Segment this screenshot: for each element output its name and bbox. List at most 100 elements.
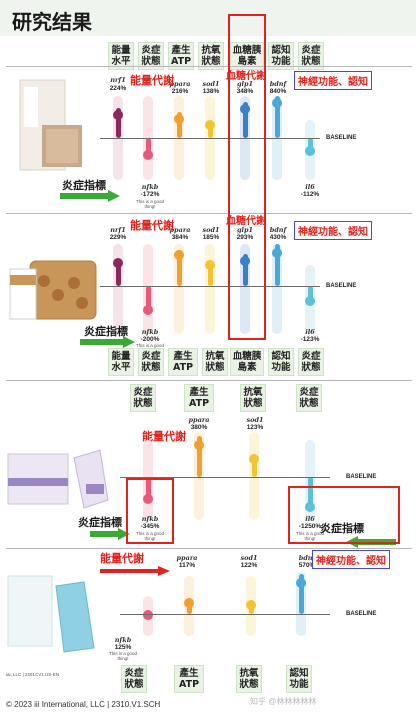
bar-bdnf [274, 244, 280, 286]
category-inflammation2-mid: 炎症狀態 [298, 348, 324, 376]
gene-percent: -123% [300, 336, 320, 343]
gene-percent: 122% [240, 562, 258, 569]
label-energy-metabolism: 能量代謝 [100, 552, 144, 565]
category-glucose-top: 血糖胰島素 [230, 42, 264, 70]
marker-sod1 [246, 600, 256, 610]
gene-label: glp1 [236, 226, 254, 234]
marker-ppara [174, 114, 184, 124]
marker-nrf1 [113, 110, 123, 120]
gene-percent: -172% [140, 191, 160, 198]
track-ppara [174, 244, 184, 334]
gene-percent: 224% [109, 85, 127, 92]
gene-percent: 293% [236, 234, 254, 241]
category-inflammation-mid: 炎症狀態 [138, 348, 164, 376]
panel-2 [6, 213, 412, 373]
marker-nfkb [143, 494, 153, 504]
category-atp-mid: 產生ATP [168, 348, 198, 376]
category-antioxidant-p3: 抗氧狀態 [240, 384, 266, 412]
category-atp-p3: 產生ATP [184, 384, 214, 412]
product-footnote: iai, LLC | 2301CV1.US-EN [6, 672, 59, 677]
marker-bdnf [296, 578, 306, 588]
category-energy-mid: 能量水平 [108, 348, 134, 376]
marker-glp1 [240, 104, 250, 114]
baseline-label: BASELINE [326, 135, 357, 141]
gene-percent: 216% [171, 88, 189, 95]
category-inflammation2-top: 炎症狀態 [298, 42, 324, 70]
gene-label: il6 [305, 183, 315, 191]
bar-sod1 [251, 456, 257, 477]
category-inflammation2-p3: 炎症狀態 [296, 384, 322, 412]
product-image-4 [7, 575, 95, 653]
gene-label: ppara [169, 226, 191, 234]
category-antioxidant-top: 抗氧狀態 [198, 42, 224, 70]
gene-label: nfkb [141, 328, 159, 336]
arrow-right-icon [90, 528, 130, 540]
marker-sod1 [249, 454, 259, 464]
marker-ppara [194, 440, 204, 450]
label-neuro-function: 神經功能、認知 [312, 550, 390, 569]
baseline-line [120, 477, 330, 478]
gene-percent: 185% [202, 234, 220, 241]
bar-nrf1 [115, 108, 121, 138]
label-glucose-metabolism: 血糖代謝 [226, 71, 266, 82]
gene-percent: -200% [140, 336, 160, 343]
bar-glp1 [242, 254, 248, 286]
highlight-box-glucose [228, 14, 266, 340]
marker-ppara [174, 250, 184, 260]
copyright-footer: © 2023 iii International, LLC | 2310.V1.… [6, 700, 161, 709]
category-atp-top: 產生ATP [168, 42, 194, 70]
arrow-right-icon [80, 336, 135, 348]
bar-nfkb [145, 138, 151, 156]
baseline-label: BASELINE [326, 283, 357, 289]
label-glucose-metabolism: 血糖代謝 [226, 216, 266, 227]
category-cognition-top: 認知功能 [268, 42, 294, 70]
gene-percent: 229% [109, 234, 127, 241]
gene-label: nrf1 [110, 76, 126, 84]
bar-il6 [307, 286, 313, 300]
bar-bdnf [298, 574, 304, 614]
baseline-label: BASELINE [346, 474, 377, 480]
category-inflammation-top: 炎症狀態 [138, 42, 164, 70]
marker-il6 [305, 146, 315, 156]
category-inflammation-p3: 炎症狀態 [130, 384, 156, 412]
arrow-right-icon [100, 566, 170, 576]
label-energy-metabolism: 能量代謝 [130, 74, 174, 87]
gene-label: ppara [169, 80, 191, 88]
bar-sod1 [207, 262, 213, 286]
product-image-3 [7, 449, 109, 509]
label-inflammation: 炎症指標 [320, 522, 364, 535]
bar-glp1 [242, 102, 248, 138]
page-header: 研究结果 [0, 0, 416, 36]
marker-nfkb [143, 150, 153, 160]
track-nrf1 [113, 244, 123, 334]
product-image-1 [19, 79, 82, 171]
category-atp-bottom: 產生ATP [174, 665, 204, 693]
baseline-line [100, 286, 320, 287]
bar-ppara [176, 250, 182, 286]
label-energy-metabolism: 能量代謝 [142, 430, 186, 443]
label-inflammation: 炎症指標 [62, 179, 106, 192]
marker-sod1 [205, 120, 215, 130]
gene-percent: 380% [190, 424, 208, 431]
gene-percent: 348% [236, 88, 254, 95]
bar-il6 [307, 477, 313, 507]
baseline-line [100, 138, 320, 139]
gene-label: bdnf [269, 226, 287, 234]
category-antioxidant-bottom: 抗氧狀態 [236, 665, 262, 693]
gene-label: sod1 [202, 226, 220, 234]
gene-label: ppara [188, 416, 210, 424]
good-thing-note: This is a good thing! [295, 531, 324, 541]
marker-il6 [305, 296, 315, 306]
gene-percent: 430% [269, 234, 287, 241]
gene-percent: -1250% [298, 523, 322, 530]
gene-label: il6 [305, 515, 315, 523]
gene-label: bdnf [269, 80, 287, 88]
marker-nfkb [143, 610, 153, 620]
gene-label: sod1 [246, 416, 264, 424]
gene-label: il6 [305, 328, 315, 336]
label-inflammation: 炎症指標 [78, 516, 122, 529]
category-cognition-bottom: 認知功能 [286, 665, 312, 693]
category-glucose-mid: 血糖胰島素 [230, 348, 264, 376]
bar-il6 [307, 138, 313, 150]
gene-label: glp1 [236, 80, 254, 88]
